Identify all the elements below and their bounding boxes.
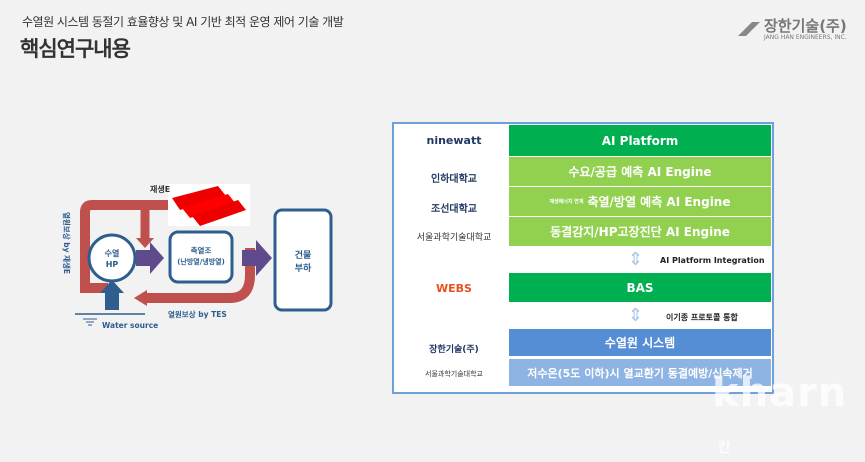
company-logo: 장한기술(주)JANG HAN ENGINEERS, INC. <box>738 15 847 41</box>
company-name-en: JANG HAN ENGINEERS, INC. <box>764 34 847 41</box>
box-label: BAS <box>626 280 654 295</box>
tes-label: (난방열/냉방열) <box>177 257 225 266</box>
building-load <box>273 208 333 312</box>
box-label: 수요/공급 예측 AI Engine <box>568 165 712 179</box>
company-mark-icon <box>738 22 760 36</box>
arrowhead <box>134 290 147 306</box>
tes-to-building-arrow <box>242 240 272 276</box>
janghan-logo: 장한기술(주) <box>429 345 479 355</box>
bas-box: BAS <box>509 273 771 303</box>
page-title: 핵심연구내용 <box>20 37 131 61</box>
building-label: 부하 <box>295 262 312 274</box>
tes-compensation-label: 열원보상 by TES <box>168 309 227 319</box>
box-label: 저수온(5도 이하)시 열교환기 동결예방/신속제거 <box>527 366 753 380</box>
company-name: 장한기술(주) <box>764 17 847 35</box>
bidirectional-arrow-icon: ⇕ <box>628 305 644 326</box>
watermark: kharn 칸 <box>712 370 865 462</box>
ninewatt-logo: ninewatt <box>426 134 482 147</box>
integration-label: AI Platform Integration <box>660 256 765 265</box>
box-label: 수열원 시스템 <box>604 336 676 350</box>
hp-label: HP <box>106 260 119 269</box>
box-label: 축열/방열 예측 AI Engine <box>587 195 731 209</box>
fault-diagnosis-engine-box: 동결감지/HP고장진단 AI Engine <box>509 217 771 247</box>
watermark-text: kharn <box>712 370 848 416</box>
renewable-label: 재생E <box>150 184 170 194</box>
renewable-compensation-label: 열원보상 by 재생E <box>62 212 72 274</box>
hp-to-tes-arrow <box>136 242 164 274</box>
chosun-logo: 조선대학교 <box>431 204 477 215</box>
renewable-compensation-arrow <box>80 200 168 293</box>
box-label: AI Platform <box>601 133 679 148</box>
tes-label: 축열조 <box>191 245 212 255</box>
watermark-suffix: 칸 <box>718 440 732 456</box>
water-source-label: Water source <box>102 321 158 330</box>
arrowhead <box>136 238 154 248</box>
bidirectional-arrow-icon: ⇕ <box>628 249 644 270</box>
inha-logo: 인하대학교 <box>431 174 477 185</box>
ai-platform-box: AI Platform <box>509 125 771 157</box>
webs-logo: WEBS <box>436 282 472 295</box>
water-source-system-box: 수열원 시스템 <box>509 329 771 357</box>
architecture-panel: ninewatt 인하대학교 조선대학교 서울과학기술대학교 WEBS 장한기술… <box>392 122 774 394</box>
thermal-storage-tank <box>168 230 234 284</box>
solar-panel-icon <box>168 184 250 226</box>
freeze-prevention-box: 저수온(5도 이하)시 열교환기 동결예방/신속제거 <box>509 359 771 387</box>
box-prefix: 재생에너지 연계 <box>549 199 584 205</box>
water-source-icon <box>83 318 97 326</box>
protocol-integration-label: 이기종 프로토콜 통합 <box>666 313 738 322</box>
system-diagram: 재생E 수열 HP 축열조 (난방열/냉방열) 건물 부하 Water sour… <box>62 184 333 330</box>
subtitle: 수열원 시스템 동절기 효율향상 및 AI 기반 최적 운영 제어 기술 개발 <box>22 15 344 29</box>
seoultech-logo: 서울과학기술대학교 <box>425 370 483 378</box>
building-label: 건물 <box>295 249 312 261</box>
demand-supply-engine-box: 수요/공급 예측 AI Engine <box>509 157 771 187</box>
tes-compensation-arrow <box>145 248 255 303</box>
heat-pump <box>87 233 137 283</box>
box-label: 동결감지/HP고장진단 AI Engine <box>550 225 730 239</box>
hp-label: 수열 <box>105 248 120 258</box>
water-inflow-arrow <box>100 280 124 310</box>
seoultech-logo: 서울과학기술대학교 <box>416 233 492 243</box>
